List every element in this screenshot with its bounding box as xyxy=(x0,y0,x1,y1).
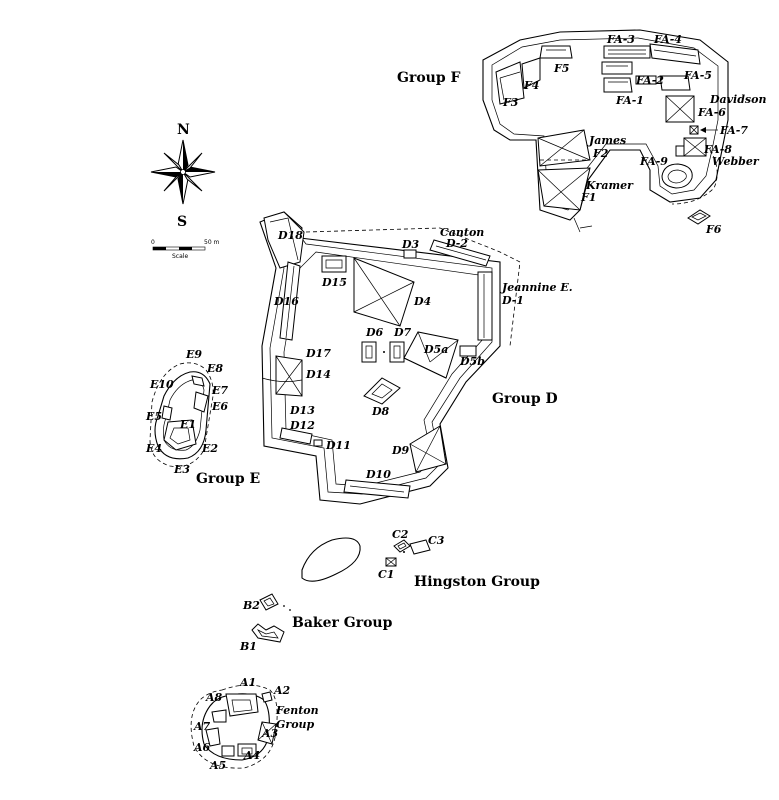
label-davidson: Davidson xyxy=(709,93,766,106)
label-d6: D6 xyxy=(365,326,384,339)
label-fa6: FA-6 xyxy=(697,106,726,119)
label-e6: E6 xyxy=(211,400,228,413)
label-fa4: FA-4 xyxy=(653,33,682,46)
label-d13: D13 xyxy=(289,404,315,417)
label-b2: B2 xyxy=(242,599,260,612)
label-c2: C2 xyxy=(392,528,409,541)
label-d9: D9 xyxy=(391,444,410,457)
label-d17: D17 xyxy=(305,347,331,360)
group-e-label: Group E xyxy=(196,471,260,487)
label-d1: D-1 xyxy=(501,294,524,307)
label-fa7: FA-7 xyxy=(719,124,748,137)
label-e4: E4 xyxy=(145,442,162,455)
label-d14: D14 xyxy=(305,368,331,381)
label-e9: E9 xyxy=(185,348,202,361)
label-fa9: FA-9 xyxy=(639,155,668,168)
label-e1: E1 xyxy=(179,418,196,431)
label-a6: A6 xyxy=(193,741,211,754)
hingston-group-structures xyxy=(301,537,431,582)
compass-north: N xyxy=(177,122,190,138)
label-a1: A1 xyxy=(239,676,256,689)
label-f3: F3 xyxy=(502,96,519,109)
label-kramer: Kramer xyxy=(585,179,634,192)
label-f4: F4 xyxy=(523,79,539,92)
label-a5: A5 xyxy=(209,759,226,772)
label-c1: C1 xyxy=(378,568,394,581)
label-fa5: FA-5 xyxy=(683,69,712,82)
label-canton: Canton xyxy=(440,226,484,239)
group-d-structures xyxy=(259,211,521,505)
label-c3: C3 xyxy=(428,534,445,547)
label-james: James xyxy=(587,134,626,147)
group-f-structures xyxy=(482,29,729,233)
label-d5b: D5b xyxy=(459,355,485,368)
label-d10: D10 xyxy=(365,468,391,481)
label-webber: Webber xyxy=(712,155,760,168)
label-f5: F5 xyxy=(553,62,569,75)
label-d15: D15 xyxy=(321,276,347,289)
label-d12: D12 xyxy=(289,419,315,432)
label-a8: A8 xyxy=(205,691,223,704)
fenton-group-label-2: Group xyxy=(276,718,315,731)
scale-caption: Scale xyxy=(172,253,188,260)
baker-group-structures xyxy=(251,593,291,643)
fenton-group-structures xyxy=(190,684,278,769)
label-d5a: D5a xyxy=(423,343,448,356)
scale-start: 0 xyxy=(151,239,155,246)
label-f1: F1 xyxy=(580,191,596,204)
label-d2: D-2 xyxy=(445,237,468,250)
label-d18: D18 xyxy=(277,229,303,242)
label-e5: E5 xyxy=(145,410,162,423)
scale-end: 50 m xyxy=(204,239,220,246)
fenton-group-label-1: Fenton xyxy=(275,704,319,717)
label-a2: A2 xyxy=(273,684,291,697)
label-d8: D8 xyxy=(371,405,390,418)
group-d-label: Group D xyxy=(492,391,558,407)
label-e8: E8 xyxy=(206,362,223,375)
group-f-label: Group F xyxy=(397,70,461,86)
scale-bar: 0 50 m Scale xyxy=(151,239,220,260)
label-e10: E10 xyxy=(149,378,174,391)
label-d4: D4 xyxy=(413,295,431,308)
hingston-group-label: Hingston Group xyxy=(414,574,540,590)
label-e7: E7 xyxy=(211,384,228,397)
label-jeannine: Jeannine E. xyxy=(500,281,573,294)
label-a7: A7 xyxy=(193,720,211,733)
label-d7: D7 xyxy=(393,326,412,339)
label-e3: E3 xyxy=(173,463,190,476)
label-b1: B1 xyxy=(239,640,257,653)
label-fa2: FA-2 xyxy=(635,74,664,87)
label-d11: D11 xyxy=(325,439,351,452)
label-a4: A4 xyxy=(243,749,260,762)
group-e-structures xyxy=(149,362,214,468)
baker-group-label: Baker Group xyxy=(292,615,393,631)
label-d16: D16 xyxy=(273,295,299,308)
label-fa1: FA-1 xyxy=(615,94,644,107)
label-e2: E2 xyxy=(201,442,218,455)
label-d3: D3 xyxy=(401,238,420,251)
label-f6: F6 xyxy=(705,223,722,236)
label-fa3: FA-3 xyxy=(606,33,635,46)
compass-south: S xyxy=(177,214,187,230)
compass-rose-icon: N S xyxy=(150,122,216,230)
label-a3: A3 xyxy=(261,727,279,740)
label-f2: F2 xyxy=(592,147,609,160)
label-fa8: FA-8 xyxy=(703,143,732,156)
